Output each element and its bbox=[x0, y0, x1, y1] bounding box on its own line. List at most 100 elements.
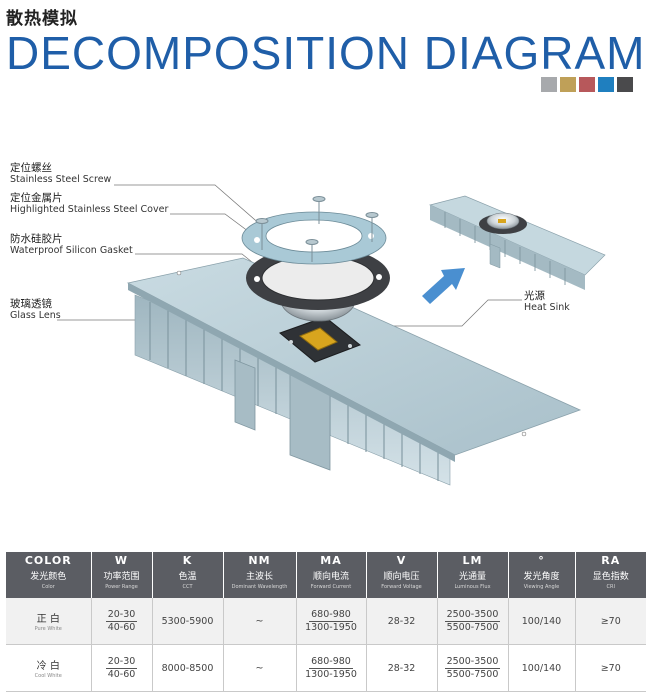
cell-color-cn: 正 白 bbox=[36, 614, 60, 625]
cell-cri: ≥70 bbox=[575, 644, 646, 692]
led-module bbox=[279, 316, 361, 363]
header-label: K bbox=[182, 554, 193, 567]
label-cover: 定位金属片 Highlighted Stainless Steel Cover bbox=[10, 192, 168, 216]
label-heatsink-en: Heat Sink bbox=[524, 302, 570, 313]
label-lens: 玻璃透镜 Glass Lens bbox=[10, 298, 61, 322]
color-swatches bbox=[541, 77, 633, 92]
header-label: ° bbox=[538, 554, 545, 567]
cell-value: 680-980 bbox=[309, 655, 353, 669]
header-label: NM bbox=[248, 554, 271, 567]
cell-cct: 5300-5900 bbox=[152, 598, 224, 645]
page-title: DECOMPOSITION DIAGRAM bbox=[6, 27, 646, 79]
screws bbox=[255, 196, 379, 262]
header-cn: 显色指数 bbox=[592, 572, 629, 582]
cell-value: 20-30 bbox=[105, 608, 138, 622]
cell-cri: ≥70 bbox=[575, 598, 646, 645]
header-cn: 发光颜色 bbox=[30, 572, 67, 582]
label-lens-cn: 玻璃透镜 bbox=[10, 298, 52, 310]
assembly-arrow bbox=[422, 268, 465, 304]
screw-front bbox=[305, 239, 319, 262]
cell-value: 2500-3500 bbox=[444, 655, 501, 669]
header-sub: CRI bbox=[606, 584, 615, 590]
header-sub: Luminous Flux bbox=[454, 584, 491, 590]
cell-value: 1300-1950 bbox=[305, 621, 357, 633]
label-heatsink: 光源 Heat Sink bbox=[524, 290, 570, 314]
subtitle-chinese: 散热模拟 bbox=[6, 9, 78, 29]
cell-value: 20-30 bbox=[105, 655, 138, 669]
header-cri: RA 显色指数 CRI bbox=[575, 552, 646, 598]
header-cn: 顺向电压 bbox=[383, 572, 420, 582]
header-label: W bbox=[114, 554, 129, 567]
header-cn: 功率范围 bbox=[103, 572, 140, 582]
cell-value: 1300-1950 bbox=[305, 668, 357, 680]
swatch-black[interactable] bbox=[617, 77, 633, 92]
header-sub: Color bbox=[41, 584, 55, 590]
cell-value: 2500-3500 bbox=[444, 608, 501, 622]
cell-angle: 100/140 bbox=[508, 598, 576, 645]
cell-color-sub: Pure White bbox=[34, 626, 62, 632]
label-screw-en: Stainless Steel Screw bbox=[10, 174, 112, 185]
cell-value: 40-60 bbox=[107, 668, 136, 680]
header-power: W 功率范围 Power Range bbox=[91, 552, 153, 598]
cell-color-sub: Cool White bbox=[34, 673, 62, 679]
header-wavelength: NM 主波长 Dominant Wavelength bbox=[223, 552, 297, 598]
swatch-silver[interactable] bbox=[541, 77, 557, 92]
header-sub: Forward Current bbox=[310, 584, 352, 590]
header-cn: 发光角度 bbox=[523, 572, 560, 582]
label-heatsink-cn: 光源 bbox=[524, 290, 545, 302]
label-screw-cn: 定位螺丝 bbox=[10, 162, 52, 174]
header-cn: 色温 bbox=[178, 572, 197, 582]
silicon-gasket bbox=[246, 246, 390, 310]
cell-voltage: 28-32 bbox=[366, 644, 438, 692]
cell-color-cn: 冷 白 bbox=[36, 661, 60, 672]
cell-value: 40-60 bbox=[107, 621, 136, 633]
label-gasket-cn: 防水硅胶片 bbox=[10, 233, 63, 245]
cell-value: 5500-7500 bbox=[446, 668, 499, 680]
header-sub: Dominant Wavelength bbox=[231, 584, 288, 590]
cell-value: 680-980 bbox=[309, 608, 353, 622]
header-label: LM bbox=[462, 554, 483, 567]
header-label: V bbox=[396, 554, 407, 567]
cell-value: 5500-7500 bbox=[446, 621, 499, 633]
swatch-gold[interactable] bbox=[560, 77, 576, 92]
header-cct: K 色温 CCT bbox=[152, 552, 224, 598]
label-screw: 定位螺丝 Stainless Steel Screw bbox=[10, 162, 111, 186]
exploded-diagram bbox=[57, 184, 606, 486]
header-cn: 光通量 bbox=[458, 572, 486, 582]
header-sub: Viewing Angle bbox=[523, 584, 560, 590]
screw-left bbox=[255, 218, 269, 250]
label-cover-en: Highlighted Stainless Steel Cover bbox=[10, 204, 169, 215]
cell-angle: 100/140 bbox=[508, 644, 576, 692]
label-cover-cn: 定位金属片 bbox=[10, 192, 63, 204]
header-label: RA bbox=[601, 554, 621, 567]
header-angle: ° 发光角度 Viewing Angle bbox=[508, 552, 576, 598]
header-sub: Power Range bbox=[105, 584, 138, 590]
header-cn: 顺向电流 bbox=[312, 572, 349, 582]
label-gasket: 防水硅胶片 Waterproof Silicon Gasket bbox=[10, 233, 133, 257]
screw-top bbox=[312, 196, 326, 224]
header-flux: LM 光通量 Luminous Flux bbox=[437, 552, 509, 598]
swatch-blue[interactable] bbox=[598, 77, 614, 92]
heatsink-plate bbox=[126, 257, 582, 456]
header-sub: CCT bbox=[182, 584, 193, 590]
label-lens-en: Glass Lens bbox=[10, 310, 61, 321]
swatch-red[interactable] bbox=[579, 77, 595, 92]
stainless-cover bbox=[241, 211, 387, 265]
cell-wavelength: ~ bbox=[223, 598, 297, 645]
screw-right bbox=[365, 212, 379, 242]
header-cn: 主波长 bbox=[245, 572, 273, 582]
